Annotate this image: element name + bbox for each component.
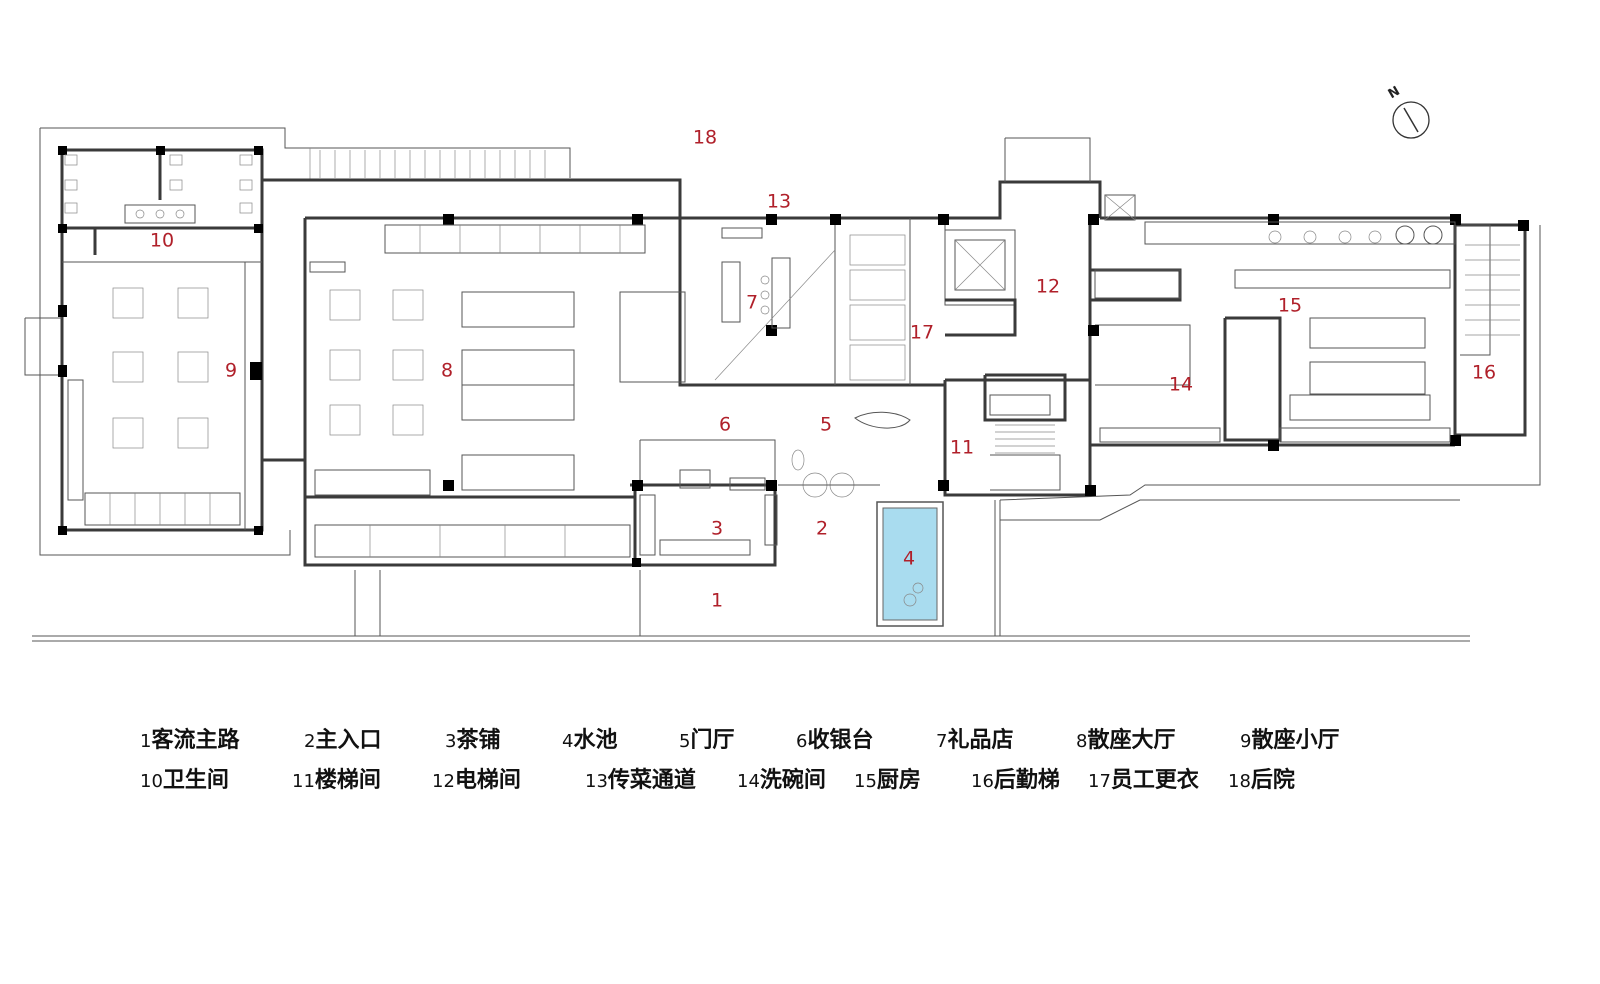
legend-number: 2 [304,731,316,752]
pool [876,501,944,627]
legend-number: 1 [140,731,152,752]
toilet-fixtures [64,154,253,224]
backyard-outline [40,127,571,180]
legend-label: 楼梯间 [314,768,381,793]
legend-number: 15 [854,771,877,792]
legend-number: 14 [737,771,760,792]
room-number: 10 [150,230,174,252]
legend-item: 16后勤梯 [971,762,1060,794]
legend-number: 18 [1228,771,1251,792]
legend-label: 散座大厅 [1087,728,1176,753]
room-number: 14 [1169,374,1193,396]
legend-row-2: 10卫生间 11楼梯间 12电梯间 13传菜通道 14洗碗间 15厨房 16后勤… [140,762,1400,802]
room-number: 1 [711,590,723,612]
kitchen-equipment [1094,221,1456,443]
backyard-stairs [319,150,546,178]
staff-changing [849,234,906,381]
legend-item: 10卫生间 [140,762,229,794]
legend-label: 员工更衣 [1110,768,1199,793]
main-hall-tables [309,224,686,558]
legend-label: 电梯间 [454,768,521,793]
legend-item: 3茶铺 [445,722,500,754]
legend-number: 9 [1240,731,1252,752]
room-number: 15 [1278,295,1302,317]
room-number: 16 [1472,362,1496,384]
staircase [989,394,1055,454]
legend-item: 14洗碗间 [737,762,826,794]
room-number: 9 [225,360,237,382]
legend-row-1: 1客流主路 2主入口 3茶铺 4水池 5门厅 6收银台 7礼品店 8散座大厅 9… [140,722,1400,762]
room-number: 7 [746,292,758,314]
legend-item: 18后院 [1228,762,1295,794]
legend-label: 收银台 [807,728,874,753]
legend-number: 10 [140,771,163,792]
service-stairs [1465,244,1520,336]
legend-label: 厨房 [876,768,921,793]
legend-number: 11 [292,771,315,792]
elevator-shaft [954,194,1136,291]
room-number: 5 [820,414,832,436]
legend-item: 4水池 [562,722,617,754]
legend-label: 主入口 [315,728,382,753]
room-number: 6 [719,414,731,436]
legend-label: 后院 [1250,768,1295,793]
room-number: 2 [816,518,828,540]
legend-number: 7 [936,731,948,752]
legend-number: 6 [796,731,808,752]
legend-number: 8 [1076,731,1088,752]
legend-label: 散座小厅 [1251,728,1340,753]
legend-item: 8散座大厅 [1076,722,1175,754]
room-number: 12 [1036,276,1060,298]
legend-item: 1客流主路 [140,722,239,754]
legend-label: 礼品店 [947,728,1014,753]
legend-item: 15厨房 [854,762,921,794]
room-number: 11 [950,437,974,459]
room-number: 17 [910,322,934,344]
legend-label: 后勤梯 [993,768,1060,793]
room-number: 8 [441,360,453,382]
legend-label: 水池 [573,728,618,753]
legend-number: 4 [562,731,574,752]
north-label: N [1386,84,1403,102]
site-lines [32,225,1541,642]
legend-number: 3 [445,731,457,752]
legend-number: 5 [679,731,691,752]
structural-columns [58,146,1529,567]
entrance-doors [778,472,880,498]
legend-number: 16 [971,771,994,792]
legend-item: 6收银台 [796,722,873,754]
room-number: 3 [711,518,723,540]
legend-item: 12电梯间 [432,762,521,794]
legend-item: 17员工更衣 [1088,762,1199,794]
legend-label: 客流主路 [151,728,240,753]
legend-item: 11楼梯间 [292,762,381,794]
room-number: 4 [903,548,915,570]
legend-number: 17 [1088,771,1111,792]
gift-shop-fixtures [714,227,836,381]
legend-label: 茶铺 [456,728,501,753]
tea-shop-fixtures [639,411,911,556]
legend-label: 卫生间 [162,768,229,793]
legend-item: 9散座小厅 [1240,722,1339,754]
room-number: 18 [693,127,717,149]
legend: 1客流主路 2主入口 3茶铺 4水池 5门厅 6收银台 7礼品店 8散座大厅 9… [140,722,1400,802]
legend-item: 2主入口 [304,722,381,754]
legend-item: 13传菜通道 [585,762,696,794]
floor-plan: 1 2 3 4 5 6 7 8 9 10 11 12 13 14 15 16 1… [24,84,1541,642]
legend-item: 5门厅 [679,722,734,754]
small-hall-tables [67,287,262,526]
legend-number: 13 [585,771,608,792]
north-compass: N [1386,84,1430,139]
legend-label: 洗碗间 [759,768,826,793]
legend-label: 传菜通道 [607,768,696,793]
room-numbers: 1 2 3 4 5 6 7 8 9 10 11 12 13 14 15 16 1… [150,127,1496,612]
room-number: 13 [767,191,791,213]
legend-label: 门厅 [690,728,735,753]
legend-item: 7礼品店 [936,722,1013,754]
legend-number: 12 [432,771,455,792]
